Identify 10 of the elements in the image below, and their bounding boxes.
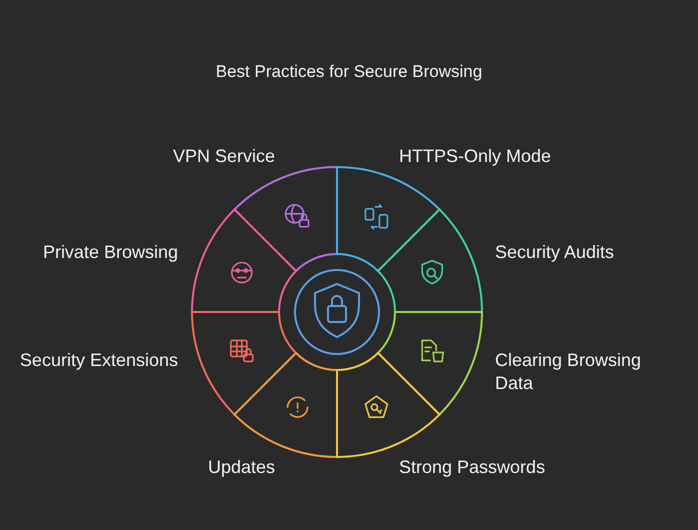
segment-label: Private Browsing bbox=[42, 241, 178, 264]
segment-label: Updates bbox=[206, 456, 275, 479]
segment-label: Clearing Browsing Data bbox=[495, 349, 642, 395]
segment-label: Strong Passwords bbox=[399, 456, 546, 479]
segment-label: VPN Service bbox=[172, 145, 275, 168]
segment-label: Security Audits bbox=[495, 241, 616, 264]
segment-label: HTTPS-Only Mode bbox=[399, 145, 552, 168]
center-shield-circle bbox=[294, 269, 380, 355]
diagram-title: Best Practices for Secure Browsing bbox=[214, 62, 484, 82]
segment-label: Security Extensions bbox=[18, 349, 178, 372]
